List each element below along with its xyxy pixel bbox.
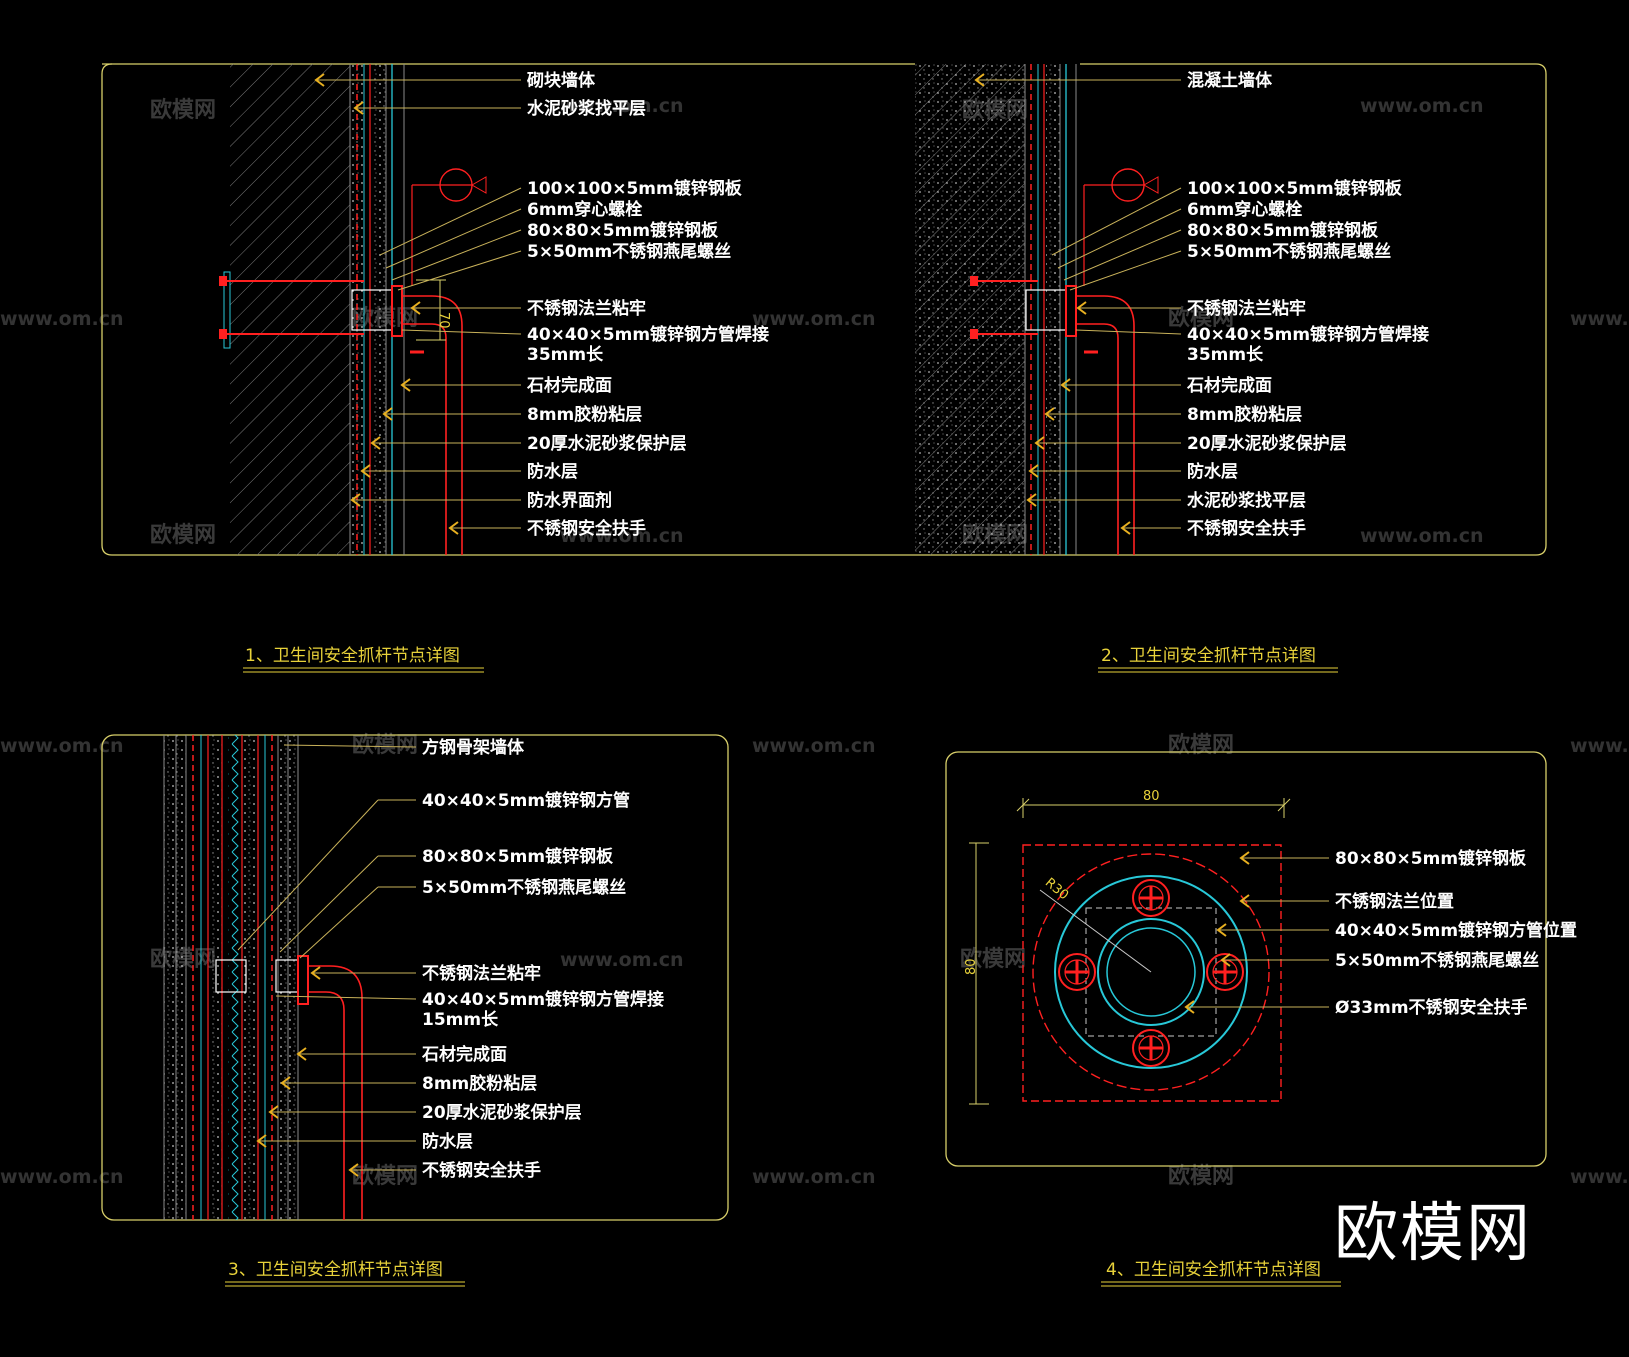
callout-label: 不锈钢安全扶手 (422, 1160, 541, 1181)
watermark-url: www.om.cn (752, 1166, 876, 1188)
callout-label: 8mm胶粉粘层 (527, 404, 642, 425)
callout-label: 20厚水泥砂浆保护层 (422, 1102, 582, 1123)
callout-label: 5×50mm不锈钢燕尾螺丝 (422, 877, 626, 898)
dim-width-80: 80 (1143, 789, 1160, 804)
watermark-url: www.om.cn (560, 95, 684, 117)
screw-icon (1206, 953, 1244, 991)
callout-label: 40×40×5mm镀锌钢方管焊接 (527, 324, 769, 345)
screw-icon (1058, 953, 1096, 991)
panel2-caption: 2、卫生间安全抓杆节点详图 (1101, 646, 1316, 666)
panel4-caption: 4、卫生间安全抓杆节点详图 (1106, 1260, 1321, 1280)
screw-icon (1132, 1029, 1170, 1067)
callout-label: 8mm胶粉粘层 (422, 1073, 537, 1094)
watermark-url: www.om.cn (0, 1166, 124, 1188)
callout-label: 35mm长 (1187, 344, 1264, 365)
watermark-url: www.om.cn (1570, 735, 1629, 757)
callout-label: 40×40×5mm镀锌钢方管 (422, 790, 630, 811)
detail-panel-3: 方钢骨架墙体 40×40×5mm镀锌钢方管 80×80×5mm镀锌钢板 5×50mm不… (101, 734, 729, 1287)
callout-label: 5×50mm不锈钢燕尾螺丝 (527, 241, 731, 262)
watermark-logo: 欧模网 (352, 1163, 418, 1189)
callout-label: 不锈钢法兰位置 (1335, 891, 1454, 912)
watermark-logo: 欧模网 (150, 522, 216, 548)
callout-label: 防水层 (1187, 461, 1238, 482)
watermark-url: www.om.cn (560, 949, 684, 971)
callout-label: 不锈钢法兰粘牢 (1187, 298, 1306, 319)
callout-label: 80×80×5mm镀锌钢板 (422, 846, 614, 867)
callout-label: 40×40×5mm镀锌钢方管焊接 (422, 989, 664, 1010)
callout-label: 15mm长 (422, 1009, 499, 1030)
panel1-caption: 1、卫生间安全抓杆节点详图 (245, 646, 460, 666)
callout-label: 100×100×5mm镀锌钢板 (1187, 178, 1403, 199)
watermark-logo: 欧模网 (150, 97, 216, 123)
dim-70: 70 (436, 312, 451, 329)
panel3-caption: 3、卫生间安全抓杆节点详图 (228, 1260, 443, 1280)
callout-label: 20厚水泥砂浆保护层 (527, 433, 687, 454)
callout-label: 5×50mm不锈钢燕尾螺丝 (1187, 241, 1391, 262)
callout-label: 方钢骨架墙体 (422, 737, 525, 758)
callout-label: 8mm胶粉粘层 (1187, 404, 1302, 425)
watermark-url: www.om.cn (752, 735, 876, 757)
callout-label: 35mm长 (527, 344, 604, 365)
screw-icon (1132, 879, 1170, 917)
callout-label: 6mm穿心螺栓 (527, 199, 642, 220)
callout-label: 40×40×5mm镀锌钢方管焊接 (1187, 324, 1429, 345)
callout-label: 100×100×5mm镀锌钢板 (527, 178, 743, 199)
callout-label: 80×80×5mm镀锌钢板 (527, 220, 719, 241)
radius-label: R30 (1042, 875, 1071, 903)
watermark-url: www.om.cn (752, 308, 876, 330)
callout-label: 石材完成面 (1186, 375, 1272, 396)
callout-label: 防水层 (527, 461, 578, 482)
watermark-url: www.om.cn (0, 735, 124, 757)
callout-label: 不锈钢安全扶手 (527, 518, 646, 539)
callout-label: 6mm穿心螺栓 (1187, 199, 1302, 220)
callout-label: 80×80×5mm镀锌钢板 (1187, 220, 1379, 241)
callout-label: 40×40×5mm镀锌钢方管位置 (1335, 920, 1577, 941)
callout-label: 不锈钢法兰粘牢 (527, 298, 646, 319)
callout-label: 砌块墙体 (526, 70, 596, 91)
callout-label: 防水界面剂 (527, 490, 612, 511)
detail-panel-2: 混凝土墙体 100×100×5mm镀锌钢板6mm穿心螺栓80×80×5mm镀锌钢板… (915, 63, 1547, 673)
callout-label: 石材完成面 (526, 375, 612, 396)
watermark-url: www.om.cn (1360, 525, 1484, 547)
watermark-url: www.om.cn (1570, 308, 1629, 330)
callout-label: 混凝土墙体 (1187, 70, 1273, 91)
callout-label: 防水层 (422, 1131, 473, 1152)
watermark-url: www.om.cn (0, 308, 124, 330)
callout-label: 80×80×5mm镀锌钢板 (1335, 848, 1527, 869)
watermark-logo: 欧模网 (352, 732, 418, 758)
watermark-url: www.om.cn (1360, 95, 1484, 117)
watermark-logo: 欧模网 (960, 946, 1026, 972)
callout-label: 不锈钢法兰粘牢 (422, 963, 541, 984)
callout-label: 20厚水泥砂浆保护层 (1187, 433, 1347, 454)
callout-label: Ø33mm不锈钢安全扶手 (1335, 997, 1528, 1018)
callout-label: 不锈钢安全扶手 (1187, 518, 1306, 539)
callout-label: 水泥砂浆找平层 (1187, 490, 1306, 511)
watermark-url: www.om.cn (560, 525, 684, 547)
callout-label: 石材完成面 (421, 1044, 507, 1065)
brand-logo: 欧模网 (1334, 1197, 1532, 1271)
watermark-logo: 欧模网 (1168, 732, 1234, 758)
watermark-logo: 欧模网 (1168, 305, 1234, 331)
callout-label: 水泥砂浆找平层 (527, 98, 646, 119)
watermark-logo: 欧模网 (1168, 1163, 1234, 1189)
watermark-url: www.om.cn (1570, 1166, 1629, 1188)
callout-label: 5×50mm不锈钢燕尾螺丝 (1335, 950, 1539, 971)
dim-height-80: 80 (964, 958, 979, 975)
